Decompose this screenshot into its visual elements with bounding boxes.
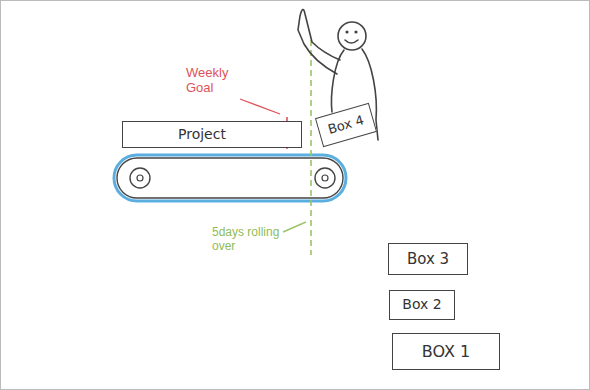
annotation-label: 5days rolling over: [212, 226, 284, 254]
box-label: Box 4: [326, 113, 365, 137]
sketch-box: Box 3: [388, 243, 468, 275]
wheel-hub: [137, 175, 143, 181]
box-label: Box 2: [402, 297, 441, 312]
sketch-box: Project: [122, 121, 302, 148]
box-label: Box 3: [407, 251, 449, 268]
figure-smile: [345, 40, 358, 43]
sketch-box: BOX 1: [392, 333, 500, 370]
sketch-box: Box 2: [389, 290, 455, 320]
box-label: BOX 1: [422, 343, 471, 361]
belt-wheel: [130, 168, 150, 188]
figure-eye: [346, 31, 348, 33]
conveyor-belt: [117, 158, 343, 198]
figure-raised-arm: [298, 9, 340, 74]
box-label: Project: [178, 127, 226, 142]
belt-wheel: [315, 168, 335, 188]
figure-head: [338, 22, 366, 50]
sketch-box: Box 4: [315, 103, 377, 147]
rolling-window-line: [310, 40, 312, 255]
wheel-hub: [322, 175, 328, 181]
annotation-label: Weekly Goal: [186, 66, 242, 96]
leader-line: [240, 99, 280, 114]
figure-eye: [355, 31, 357, 33]
leader-line: [283, 222, 306, 232]
